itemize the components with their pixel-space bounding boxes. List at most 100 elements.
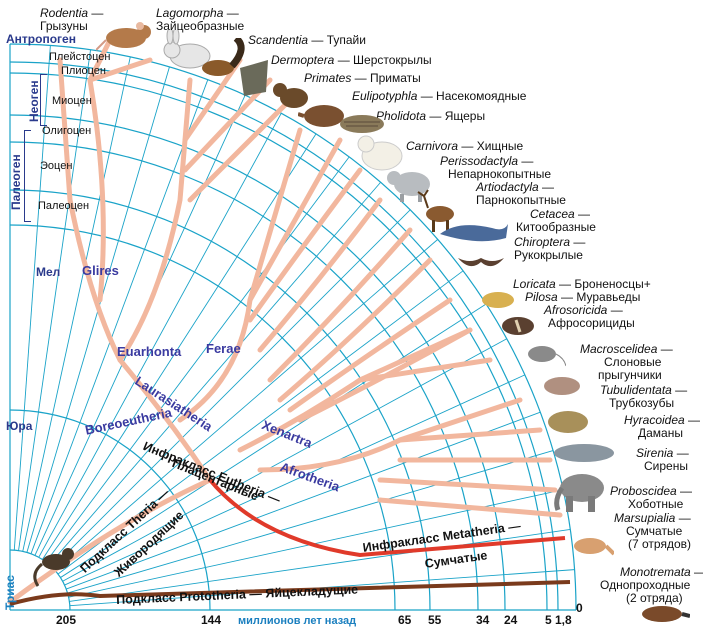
tenrec-icon [528, 346, 566, 367]
bear-icon [357, 135, 403, 171]
tick-65: 65 [398, 613, 412, 627]
order-label-hyracoidea: Hyracoidea — [624, 413, 701, 427]
order-label-cetacea: Cetacea — [530, 207, 591, 221]
neogene-bracket [40, 74, 47, 126]
afrotheria-branch [257, 397, 523, 473]
order-label-lagomorpha: Lagomorpha — [156, 6, 239, 20]
radial-line [67, 450, 554, 594]
deer-icon [417, 189, 454, 232]
tick-205: 205 [56, 613, 77, 627]
radial-line [66, 411, 541, 590]
tubulidentata-branch [377, 477, 558, 493]
epoch-oligocene: Олигоцен [42, 125, 92, 137]
order-label-marsupialia: Marsupialia — [614, 511, 691, 525]
order-label-scandentia: Scandentia — Тупайи [248, 33, 366, 47]
dermoptera-branch [182, 77, 273, 173]
rat-icon [96, 22, 151, 51]
clade-euarchonta: Euarhonta [117, 344, 182, 359]
order-label-chiroptera: Chiroptera — [514, 235, 586, 249]
hyrax-icon [554, 444, 614, 462]
radial-line [62, 338, 507, 582]
paleogene-bracket [24, 130, 31, 222]
epoch-eocene: Эоцен [40, 160, 73, 172]
order-ru-perissodactyla: Непарнокопытные [448, 167, 552, 181]
order-ru-cetacea: Китообразные [516, 220, 596, 234]
epoch-miocene: Миоцен [52, 95, 92, 107]
elephant-icon [554, 474, 604, 512]
euarchonta-branch [117, 77, 193, 363]
cetacea-branch [287, 297, 453, 413]
monkey-icon [273, 83, 308, 108]
metatheria-branch [208, 478, 566, 558]
order-label-sirenia: Sirenia — [636, 446, 689, 460]
radial-line [55, 239, 439, 572]
tick-24: 24 [504, 613, 518, 627]
order-ru-marsupialia-2: (7 отрядов) [628, 537, 691, 551]
order-label-tubulidentata: Tubulidentata — [600, 383, 688, 397]
era-cretaceous: Мел [36, 265, 61, 279]
pilosa-branch [357, 357, 493, 383]
order-label-artiodactyla: Artiodactyla — [476, 180, 555, 194]
colugo-icon [240, 60, 268, 96]
epoch-paleocene: Палеоцен [38, 200, 90, 212]
order-label-loricata: Loricata — Броненосцы+ [513, 277, 651, 291]
treeshrew-icon [202, 38, 245, 76]
era-neogene: Неоген [27, 80, 41, 122]
order-label-rodentia: Rodentia — [40, 6, 104, 20]
epoch-pleistocene: Плейстоцен [49, 51, 111, 63]
order-ru-marsupialia: Сумчатые [626, 524, 683, 538]
tick-34: 34 [476, 613, 490, 627]
rabbit-icon [163, 30, 211, 69]
order-label-carnivora: Carnivora — Хищные [406, 139, 524, 153]
scandentia-branch [182, 57, 243, 143]
primate-ancestor-icon [33, 548, 74, 587]
order-ru-tubulidentata: Трубкозубы [609, 396, 675, 410]
era-jurassic: Юра [6, 419, 33, 433]
artiodactyla-branch [277, 257, 433, 403]
order-ru-monotremata: Однопроходные [600, 578, 691, 592]
order-label-eulipotyphla: Eulipotyphla — Насекомоядные [352, 89, 527, 103]
radial-line [45, 156, 350, 563]
order-ru-artiodactyla: Парнокопытные [476, 193, 566, 207]
aardvark-icon [548, 411, 588, 433]
era-paleogene: Палеоген [9, 154, 23, 210]
radial-line [13, 45, 51, 551]
order-ru-sirenia: Сирены [644, 459, 688, 473]
order-label-primates: Primates — Приматы [304, 71, 421, 85]
whale-icon [440, 224, 508, 242]
afrosoricida-branch [397, 427, 543, 443]
order-label-perissodactyla: Perissodactyla — [440, 154, 534, 168]
tick-5: 5 [545, 613, 552, 627]
carnivora-branch [257, 197, 383, 353]
radial-line [69, 529, 571, 602]
order-label-proboscidea: Proboscidea — [610, 484, 693, 498]
radial-line [22, 56, 131, 552]
order-label-afrosoricida: Afrosoricida — [544, 303, 623, 317]
radial-line [48, 181, 381, 565]
radial-line [38, 113, 282, 558]
radial-line [52, 209, 411, 568]
laurasia-branch [177, 127, 303, 423]
tick-1-8: 1,8 [555, 613, 572, 627]
kangaroo-icon [574, 538, 614, 556]
clade-ferae: Ferae [206, 341, 241, 356]
glires-branch [87, 77, 106, 303]
rhino-icon [387, 171, 430, 202]
epoch-pliocene: Плиоцен [61, 65, 106, 77]
anteater-icon [502, 317, 534, 335]
radial-line [30, 79, 209, 554]
order-label-dermoptera: Dermoptera — Шерстокрылы [271, 53, 432, 67]
order-label-pholidota: Pholidota — Ящеры [376, 109, 486, 123]
bat-icon [458, 258, 504, 267]
order-ru-afrosoricida: Афросорициды [548, 316, 635, 330]
order-ru-monotremata-2: (2 отряда) [626, 591, 683, 605]
primates-branch [187, 97, 293, 203]
eulipotyphla-branch [247, 137, 343, 303]
order-ru-macroscelidea: Слоновые [604, 355, 662, 369]
elephant-shrew-icon [544, 377, 580, 395]
pholidota-branch [247, 167, 363, 323]
radial-line [42, 133, 317, 560]
perissodactyla-branch [267, 227, 413, 383]
